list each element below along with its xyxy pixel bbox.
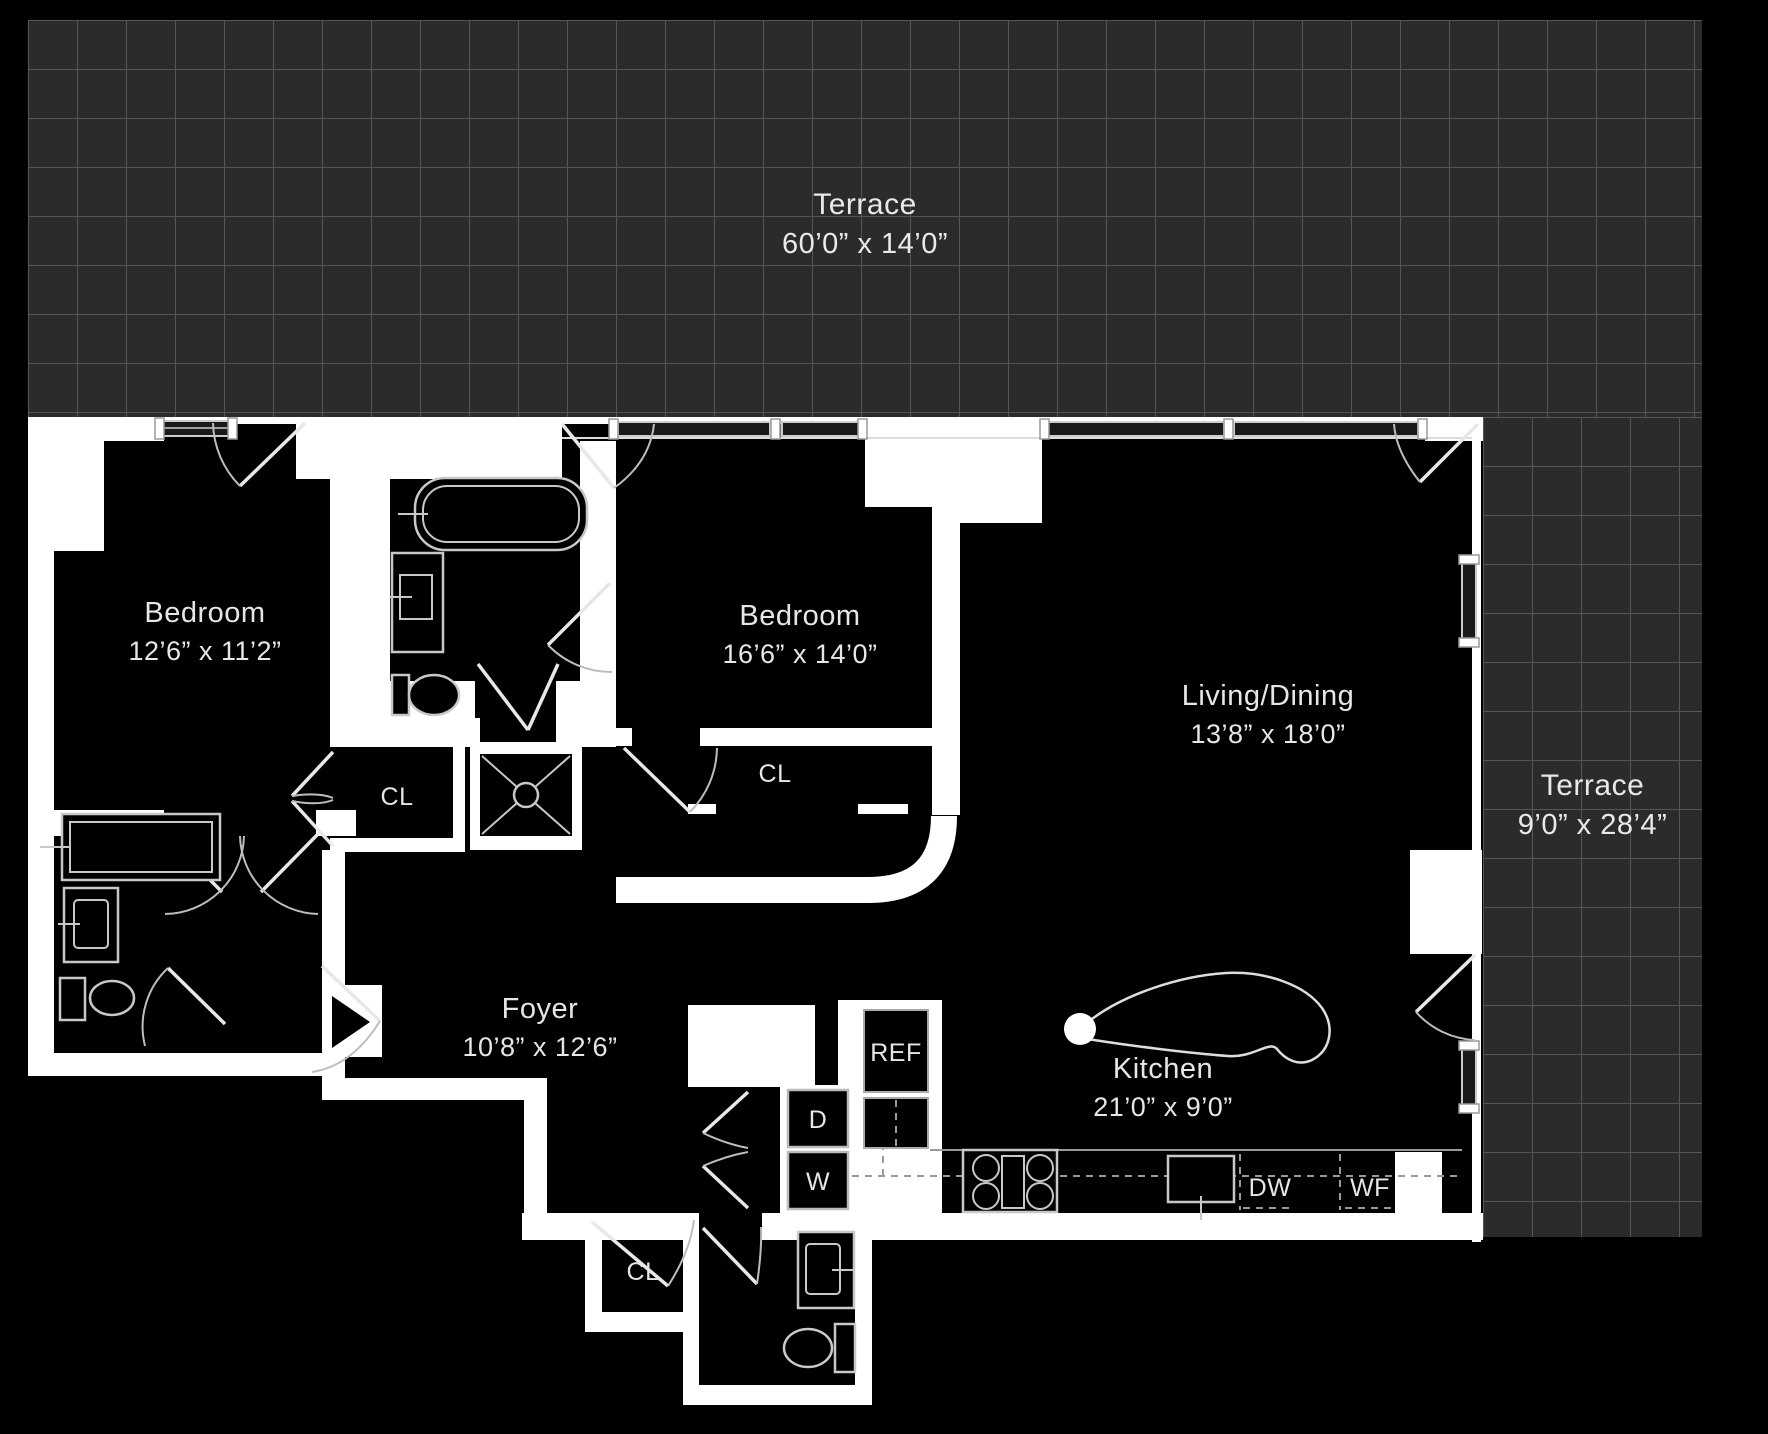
foyer-dims: 10’8” x 12’6”	[462, 1032, 617, 1062]
terrace-right-label: Terrace 9’0” x 28’4”	[1483, 769, 1702, 842]
door-bathroom-top	[546, 581, 613, 674]
wall-left	[28, 417, 54, 1076]
terrace-right: Terrace 9’0” x 28’4”	[1483, 417, 1702, 1237]
washer	[786, 1150, 850, 1211]
door-closet-entry	[590, 1219, 695, 1288]
closet-entry-label: CL	[627, 1258, 660, 1286]
toilet-powder	[782, 1322, 857, 1374]
door-closet-hall-bifold	[290, 750, 335, 848]
labels: Bedroom 12’6” x 11’2” Bedroom 16’6” x 14…	[128, 597, 1389, 1286]
wall-pillar-right	[1410, 850, 1482, 954]
dryer-label: D	[809, 1106, 828, 1134]
windows	[154, 417, 1480, 1114]
kitchen-island	[1064, 971, 1331, 1064]
refrigerator-label: REF	[870, 1039, 922, 1067]
kitchen-counter	[852, 1130, 1462, 1220]
entry-arrow-icon	[332, 996, 370, 1048]
wall-curved-kitchen	[616, 815, 957, 903]
closet-hall-label: CL	[381, 783, 414, 811]
door-terrace-living-right	[1414, 953, 1477, 1041]
shower-stall	[481, 755, 571, 835]
window-bedroom-main	[608, 418, 868, 440]
window-living	[1039, 418, 1428, 440]
sink-top-bath	[390, 551, 445, 654]
bedroom-left-name: Bedroom	[144, 597, 265, 629]
door-bathroom-left	[141, 966, 227, 1047]
sink-left-bath	[58, 886, 120, 964]
door-powder-room	[701, 1226, 763, 1286]
doors	[141, 421, 1480, 1288]
bedroom-main-dims: 16’6” x 14’0”	[722, 639, 877, 669]
toilet-top-bath	[390, 673, 461, 717]
bathtub-top	[398, 476, 589, 552]
door-entry	[311, 964, 382, 1073]
bathtub-left	[40, 812, 222, 882]
wine-fridge-label: WF	[1350, 1174, 1390, 1202]
living-dining-dims: 13’8” x 18’0”	[1190, 719, 1345, 749]
wall-right-window	[1472, 417, 1481, 1242]
bedroom-left-dims: 12’6” x 11’2”	[128, 636, 281, 666]
bedroom-main-name: Bedroom	[739, 600, 860, 632]
door-terrace-bedroom-main	[560, 422, 655, 490]
living-dining-name: Living/Dining	[1182, 680, 1355, 712]
refrigerator	[863, 1009, 929, 1149]
closet-bedroom-label: CL	[759, 760, 792, 788]
door-bedroom-main	[622, 746, 718, 814]
door-laundry-bifold	[701, 1090, 750, 1210]
kitchen-name: Kitchen	[1113, 1053, 1213, 1085]
foyer-name: Foyer	[502, 993, 579, 1025]
island-sink-icon	[1064, 1013, 1096, 1045]
fixtures	[40, 476, 1462, 1374]
terrace-right-name: Terrace	[1540, 769, 1645, 802]
terrace-top-name: Terrace	[813, 188, 917, 221]
washer-label: W	[806, 1168, 830, 1196]
terrace-top: Terrace 60’0” x 14’0”	[28, 20, 1702, 417]
door-shower-bifold	[476, 662, 560, 732]
sink-powder	[796, 1230, 856, 1310]
kitchen-dims: 21’0” x 9’0”	[1093, 1092, 1233, 1122]
walls	[28, 417, 1483, 1405]
toilet-left-bath	[58, 976, 136, 1022]
window-bedroom-left	[154, 417, 238, 440]
door-terrace-bedroom-left	[212, 421, 307, 488]
dryer	[786, 1088, 850, 1149]
terrace-right-dims: 9’0” x 28’4”	[1517, 809, 1668, 841]
door-terrace-living-top	[1393, 422, 1480, 484]
terrace-top-label: Terrace 60’0” x 14’0”	[28, 188, 1702, 261]
terrace-top-dims: 60’0” x 14’0”	[781, 228, 949, 260]
stove	[961, 1148, 1059, 1214]
dishwasher-label: DW	[1249, 1174, 1292, 1202]
window-right-wall	[1458, 554, 1480, 1114]
kitchen-sink	[1166, 1154, 1236, 1220]
